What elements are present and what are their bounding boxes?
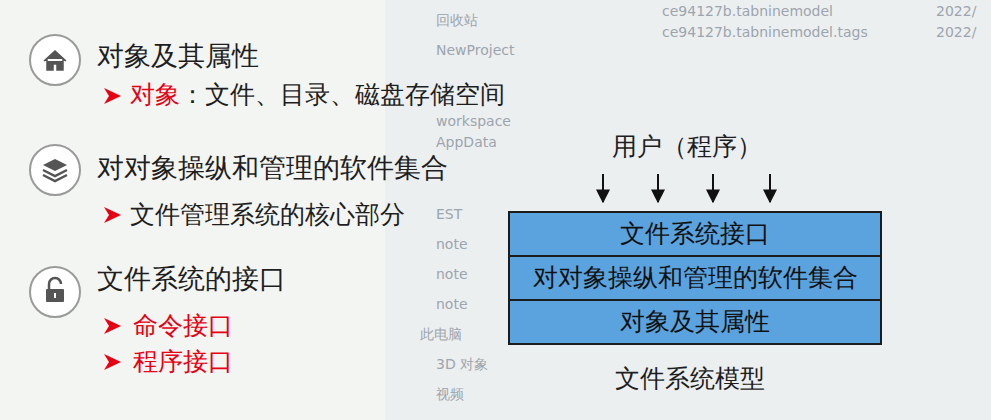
diagram-caption: 文件系统模型 [615, 364, 765, 394]
watermark-text: 回收站 [436, 12, 478, 29]
band-text: 文件系统接口 [620, 219, 770, 249]
watermark-text: EST [436, 206, 462, 223]
watermark-text: 此电脑 [420, 326, 462, 343]
slide-text: 对对象操纵和管理的软件集合 [97, 152, 448, 184]
background-panel [385, 0, 991, 420]
model-layer-band: 对对象操纵和管理的软件集合 [508, 255, 882, 301]
slide-text: 对象及其属性 [97, 40, 259, 72]
slide-text: 命令接口 [133, 311, 233, 341]
home-icon [30, 35, 80, 85]
watermark-text: NewProject [436, 42, 514, 59]
watermark-text: 2022/ [936, 24, 976, 41]
watermark-text: 3D 对象 [436, 356, 488, 373]
slide-text: 文件管理系统的核心部分 [130, 200, 405, 230]
watermark-text: 2022/ [936, 3, 976, 20]
bullet-marker [104, 88, 121, 104]
watermark-text: note [436, 296, 468, 313]
watermark-text: 视频 [436, 386, 464, 403]
model-layer-band: 文件系统接口 [508, 211, 882, 257]
user-label: 用户（程序） [612, 132, 762, 162]
slide-text: 文件系统的接口 [97, 263, 286, 295]
watermark-text: note [436, 236, 468, 253]
layers-icon [30, 145, 80, 195]
slide-text: 程序接口 [133, 347, 233, 377]
bullet-marker [104, 318, 121, 334]
user-arrows [603, 174, 770, 202]
bullet-marker [104, 354, 121, 370]
band-text: 对象及其属性 [620, 307, 770, 337]
slide-text: ：文件、目录、磁盘存储空间 [180, 80, 505, 110]
watermark-text: note [436, 266, 468, 283]
watermark-text: ce94127b.tabninemodel [662, 3, 833, 20]
lock-icon [30, 267, 80, 317]
band-text: 对对象操纵和管理的软件集合 [533, 263, 858, 293]
bullet-marker [104, 207, 121, 223]
watermark-text: ce94127b.tabninemodel.tags [662, 24, 868, 41]
slide-text: 对象 [130, 80, 180, 110]
model-layer-band: 对象及其属性 [508, 299, 882, 345]
watermark-text: workspace [436, 113, 511, 130]
watermark-text: AppData [436, 134, 497, 151]
